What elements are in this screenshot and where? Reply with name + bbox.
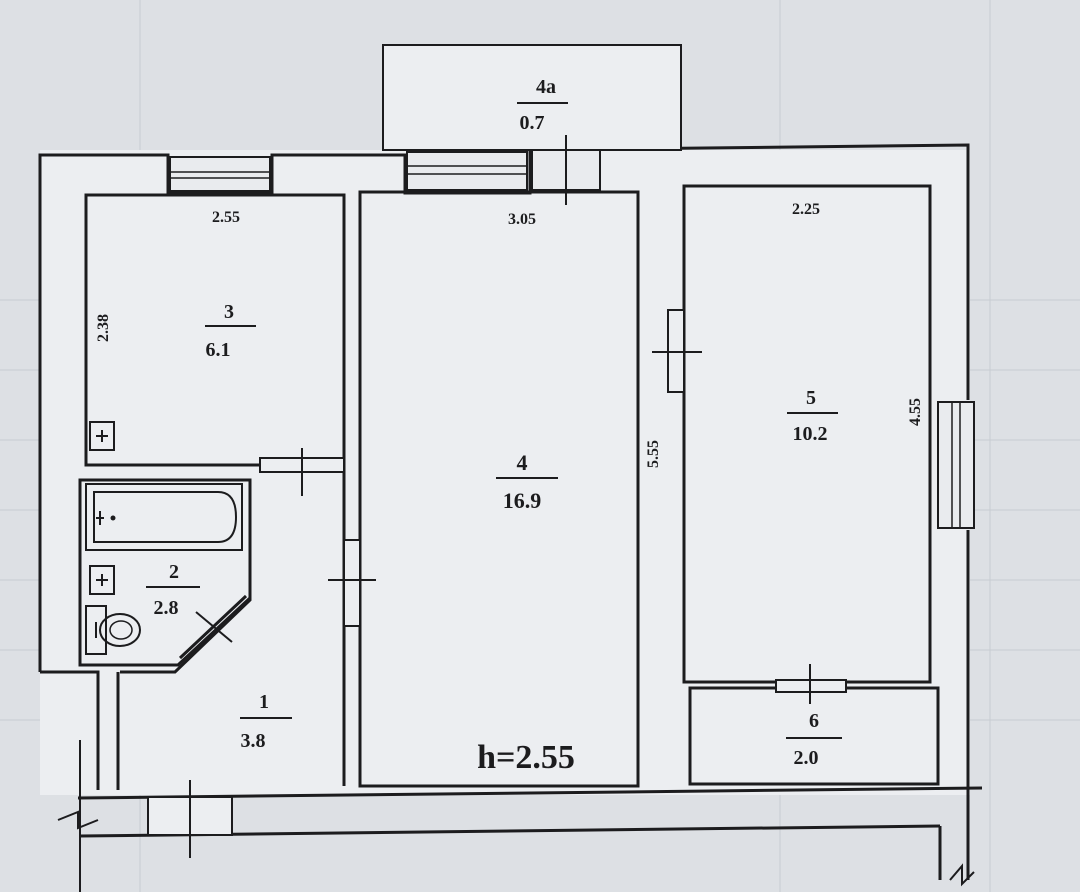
fraction-lines <box>146 102 842 739</box>
bathroom-sink-icon <box>89 565 115 595</box>
room-4a-area: 0.7 <box>520 112 545 134</box>
room-3-height-dimension: 2.38 <box>95 314 112 342</box>
room-5-area: 10.2 <box>793 423 828 445</box>
balcony-4a-outline <box>382 44 682 151</box>
room-5-width-dimension: 2.25 <box>792 201 820 218</box>
room-2-outline <box>78 478 252 667</box>
plan-area <box>40 150 970 795</box>
door-marks <box>57 309 975 887</box>
room-3-number: 3 <box>224 301 234 323</box>
room-2-area: 2.8 <box>154 597 179 619</box>
room-4-number: 4 <box>517 450 528 475</box>
room-3-outline <box>84 193 346 467</box>
ceiling-height-label: h=2.55 <box>477 739 575 776</box>
room-4-width-dimension: 3.05 <box>508 211 536 228</box>
room-4-outline <box>358 190 640 788</box>
room-1-area: 3.8 <box>241 730 266 752</box>
room-1-number: 1 <box>259 691 269 713</box>
room-4-height-dimension: 5.55 <box>645 440 662 468</box>
room-4-area: 16.9 <box>503 488 542 513</box>
room-3-width-dimension: 2.55 <box>212 209 240 226</box>
sink-icon <box>89 421 115 451</box>
room-5-height-dimension: 4.55 <box>907 398 924 426</box>
toilet-icon <box>85 605 141 655</box>
room-5-number: 5 <box>806 387 816 409</box>
room-4a-number: 4a <box>536 76 556 98</box>
room-6-area: 2.0 <box>794 747 819 769</box>
bathtub-icon <box>85 483 243 551</box>
room-3-area: 6.1 <box>206 339 231 361</box>
room-6-number: 6 <box>809 710 819 732</box>
room-2-number: 2 <box>169 561 179 583</box>
